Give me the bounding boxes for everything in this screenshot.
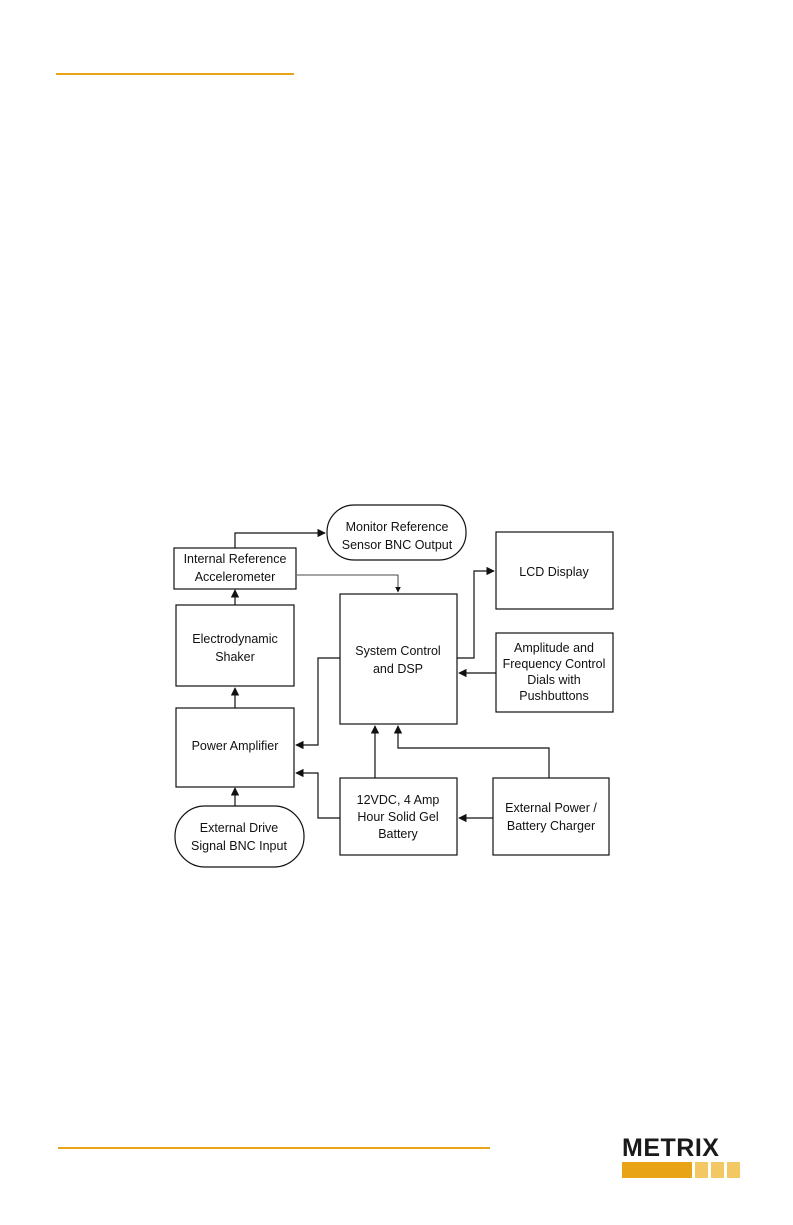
battery-line-2: Hour Solid Gel: [357, 810, 438, 824]
dials-line-1: Amplitude and: [514, 641, 594, 655]
shaker-line-1: Electrodynamic: [192, 632, 277, 646]
node-external-drive: External Drive Signal BNC Input: [174, 805, 305, 868]
logo-bar-main: [622, 1162, 692, 1178]
ext-drive-line-2: Signal BNC Input: [191, 839, 287, 853]
dials-line-4: Pushbuttons: [519, 689, 589, 703]
ext-power-line-2: Battery Charger: [507, 819, 595, 833]
system-control-line-1: System Control: [355, 644, 440, 658]
lcd-label: LCD Display: [519, 565, 589, 579]
system-control-line-2: and DSP: [373, 662, 423, 676]
logo-bar-segment: [695, 1162, 708, 1178]
node-power-amplifier: Power Amplifier: [175, 707, 295, 788]
node-system-control: System Control and DSP: [339, 593, 458, 725]
node-monitor-reference: Monitor Reference Sensor BNC Output: [326, 504, 467, 561]
ext-power-line-1: External Power /: [505, 801, 597, 815]
connections: [230, 528, 550, 823]
battery-line-3: Battery: [378, 827, 418, 841]
node-electrodynamic-shaker: Electrodynamic Shaker: [175, 604, 295, 687]
node-internal-reference: Internal Reference Accelerometer: [173, 547, 297, 590]
footer-rule: [58, 1147, 490, 1149]
battery-line-1: 12VDC, 4 Amp: [357, 793, 440, 807]
dials-line-3: Dials with: [527, 673, 581, 687]
ext-drive-line-1: External Drive: [200, 821, 279, 835]
arrow-battery-to-amp: [295, 768, 340, 819]
arrow-system-to-amp: [295, 657, 340, 750]
node-external-power: External Power / Battery Charger: [492, 777, 610, 856]
header-rule: [56, 73, 294, 75]
dials-line-2: Frequency Control: [503, 657, 606, 671]
node-battery: 12VDC, 4 Amp Hour Solid Gel Battery: [339, 777, 458, 856]
shaker-line-2: Shaker: [215, 650, 255, 664]
arrow-ref-to-monitor: [234, 528, 326, 548]
internal-ref-line-1: Internal Reference: [184, 552, 287, 566]
monitor-ref-line-1: Monitor Reference: [346, 520, 449, 534]
power-amp-label: Power Amplifier: [192, 739, 279, 753]
node-control-dials: Amplitude and Frequency Control Dials wi…: [495, 632, 614, 713]
arrow-system-to-lcd: [457, 566, 495, 659]
arrow-power-to-system: [393, 725, 550, 778]
logo-bar-segment: [711, 1162, 724, 1178]
monitor-ref-line-2: Sensor BNC Output: [342, 538, 453, 552]
arrow-ref-to-system: [297, 574, 401, 593]
logo-wordmark: METRIX: [622, 1134, 720, 1162]
internal-ref-line-2: Accelerometer: [195, 570, 276, 584]
logo-bar-segment: [727, 1162, 740, 1178]
node-lcd-display: LCD Display: [495, 531, 614, 610]
metrix-logo: METRIX: [622, 1136, 740, 1178]
